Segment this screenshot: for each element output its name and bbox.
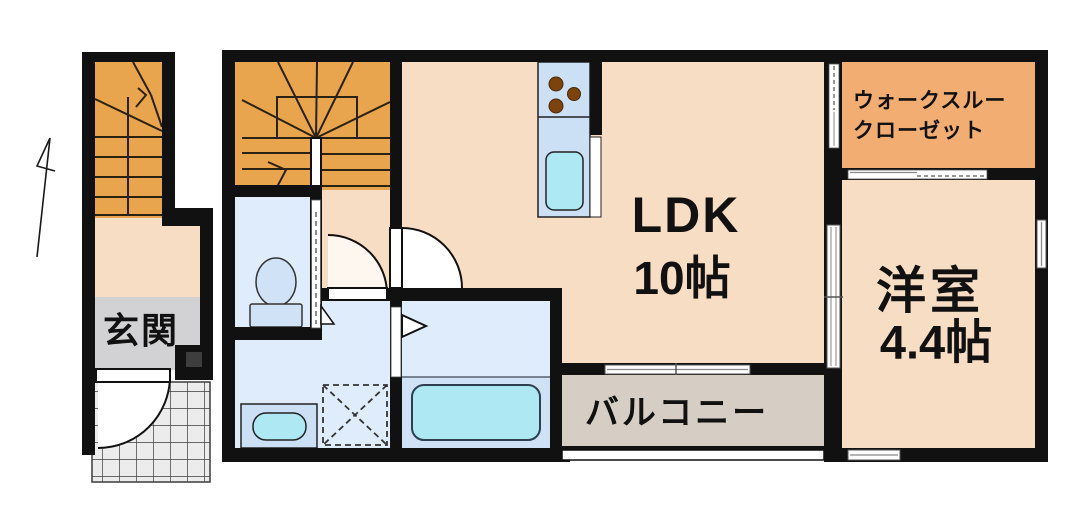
stove-burners-icon: [548, 76, 581, 114]
closet-floor: [840, 62, 1035, 168]
closet-label-line1: ウォークスルー: [853, 89, 1007, 113]
western-room-window-right: [1036, 219, 1047, 269]
balcony-window: [604, 363, 751, 375]
kitchen-counter: [537, 61, 591, 218]
entrance-door-arc: [95, 368, 171, 449]
ldk-size-label: 10帖: [633, 252, 731, 304]
western-room-size-label: 4.4帖: [879, 315, 993, 369]
toilet-icon: [249, 257, 303, 328]
entrance-step-stone: [186, 352, 202, 367]
balcony-label: バルコニー: [584, 394, 770, 432]
fixtures: [240, 61, 591, 449]
kitchen-sink-icon: [545, 151, 584, 211]
entrance-label: 玄関: [102, 310, 180, 351]
western-room-label: 洋室: [876, 263, 984, 319]
annex-hall-floor: [95, 218, 200, 297]
openings: [95, 63, 1047, 461]
washbasin-icon: [240, 403, 318, 449]
western-room-window-bottom: [847, 449, 901, 461]
western-room-floor: [842, 180, 1035, 448]
washroom-door-arc: [327, 234, 388, 301]
toilet-sliding-door: [311, 199, 336, 329]
balcony-floor: [562, 375, 824, 448]
hallway-ldk-door-arc: [389, 227, 463, 289]
main-stairs: [241, 61, 391, 197]
annex-stairs: [94, 61, 163, 216]
bathtub-icon: [411, 384, 541, 441]
closet-sliding-door-bottom: [847, 169, 988, 180]
closet-label-line2: クローゼット: [853, 119, 985, 143]
north-arrow-icon: [35, 137, 56, 258]
entrance-floor: [95, 297, 200, 370]
ldk-western-room-sliding-door: [824, 224, 843, 369]
stairs-direction-arrow-icon: [135, 87, 148, 108]
stairs-direction-arrow-icon: [267, 161, 288, 188]
balcony-railing: [561, 449, 825, 461]
washing-machine-pan-icon: [322, 384, 388, 446]
ldk-label: LDK: [631, 187, 741, 243]
closet-sliding-door-left: [828, 63, 840, 149]
bathroom-door: [390, 306, 429, 378]
